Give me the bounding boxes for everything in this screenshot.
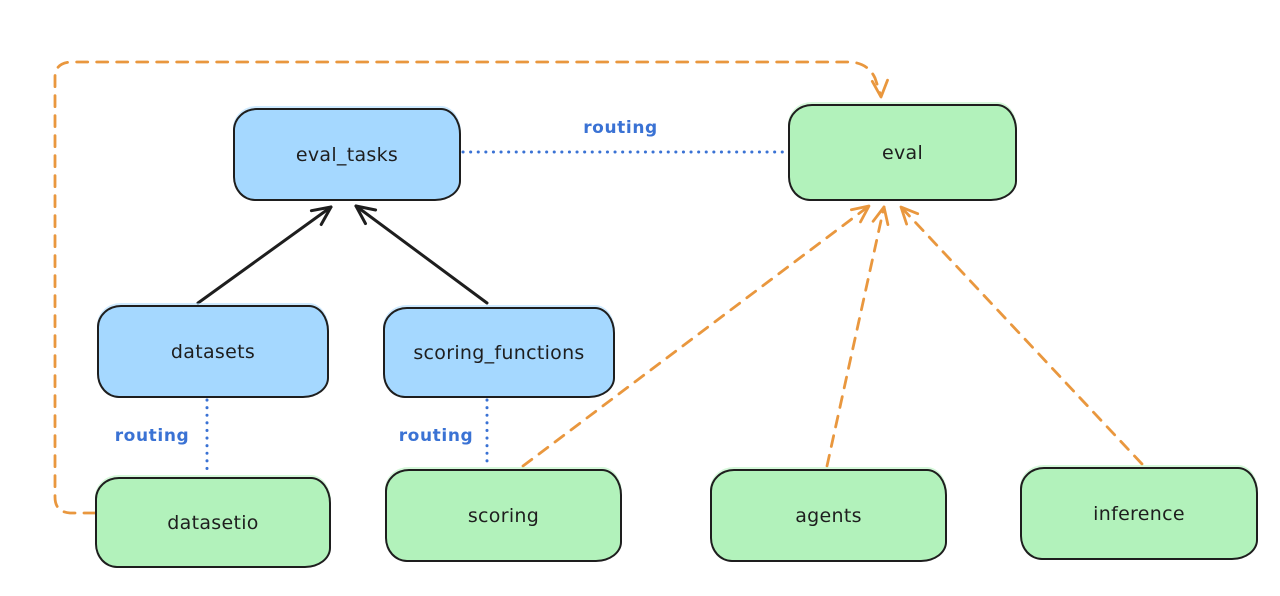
edge-scoring-to-eval [521, 204, 871, 468]
node-agents-label: agents [795, 504, 862, 527]
node-agents: agents [710, 469, 947, 562]
node-scoring: scoring [385, 469, 622, 562]
node-scoring-functions-label: scoring_functions [413, 341, 585, 364]
node-eval-tasks: eval_tasks [233, 108, 461, 201]
arrowhead-datasetio-to-eval-icon [870, 78, 889, 99]
node-inference-label: inference [1093, 502, 1185, 525]
edge-datasetio-to-eval [53, 60, 882, 515]
edge-datasets-to-eval-tasks [196, 205, 333, 305]
node-datasets-label: datasets [170, 340, 256, 363]
node-datasets: datasets [97, 305, 329, 398]
node-eval-label: eval [881, 141, 924, 164]
node-inference: inference [1020, 467, 1258, 560]
edge-inference-to-eval [899, 205, 1144, 466]
node-scoring-label: scoring [467, 504, 540, 527]
edge-agents-to-eval [825, 205, 886, 468]
node-scoring-functions: scoring_functions [383, 307, 615, 398]
arrowhead-scoring-to-eval-icon [850, 204, 871, 224]
node-eval: eval [788, 104, 1017, 201]
edge-label-routing-scoring: routing [398, 426, 474, 446]
node-datasetio: datasetio [95, 477, 331, 568]
node-eval-tasks-label: eval_tasks [295, 143, 399, 166]
arrowhead-agents-to-eval-icon [871, 205, 890, 226]
arrowhead-datasets-to-eval-tasks-icon [309, 205, 333, 226]
arrowhead-inference-to-eval-icon [899, 205, 920, 226]
edge-label-routing-top: routing [583, 118, 658, 138]
node-datasetio-label: datasetio [167, 511, 259, 534]
edge-label-routing-datasets: routing [114, 426, 190, 446]
edge-scoring-functions-to-eval-tasks [354, 204, 489, 305]
arrowhead-scoring-functions-to-eval-tasks-icon [354, 204, 378, 226]
